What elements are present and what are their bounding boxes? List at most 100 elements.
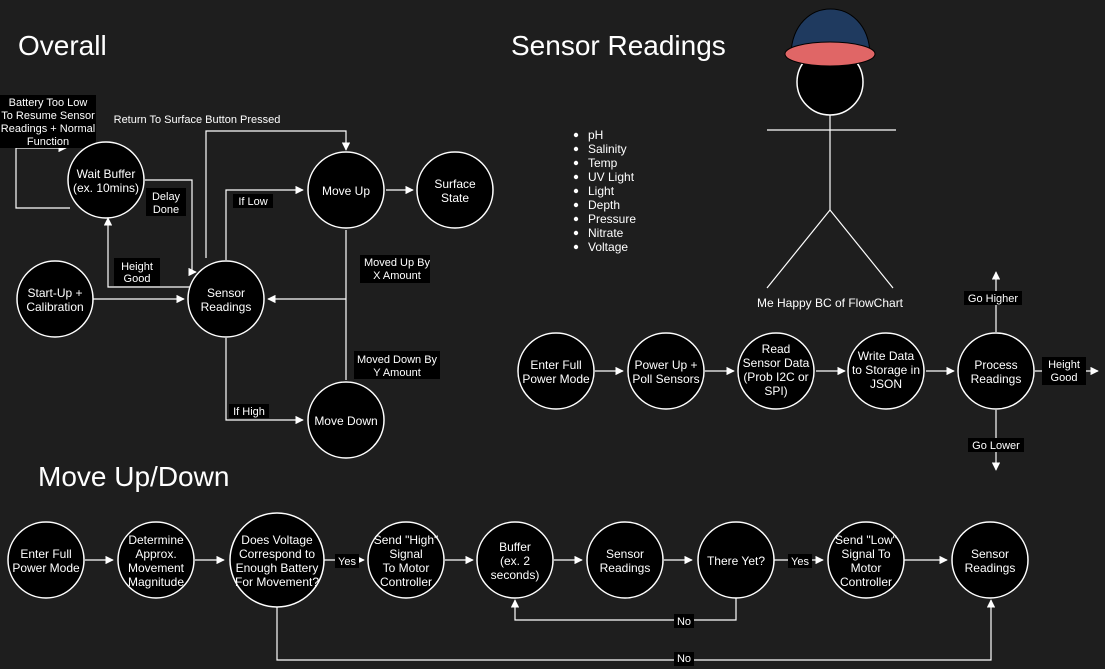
- svg-text:Readings: Readings: [965, 561, 1016, 575]
- svg-text:Controller: Controller: [840, 575, 892, 589]
- svg-text:For Movement?: For Movement?: [235, 575, 319, 589]
- svg-text:Enter Full: Enter Full: [20, 547, 71, 561]
- svg-text:Power Mode: Power Mode: [522, 372, 590, 386]
- svg-text:Readings: Readings: [600, 561, 651, 575]
- label-sensor-height-good-1: Good: [1051, 372, 1078, 384]
- edge-return-surface: [205, 130, 351, 258]
- svg-text:Move Up: Move Up: [322, 184, 370, 198]
- node-sensor-readings: Sensor Readings: [187, 260, 265, 338]
- svg-text:Motor: Motor: [851, 561, 882, 575]
- label-moved-down-1: Y Amount: [373, 367, 421, 379]
- sensor-list-item: Pressure: [588, 212, 636, 226]
- edge-if-low: [225, 185, 304, 260]
- svg-text:SPI): SPI): [764, 384, 787, 398]
- svg-text:Signal To: Signal To: [841, 547, 890, 561]
- svg-text:Signal: Signal: [389, 547, 422, 561]
- label-no-2: No: [677, 653, 691, 665]
- node-wait-buffer: Wait Buffer (ex. 10mins): [67, 141, 145, 219]
- svg-text:Move Down: Move Down: [314, 414, 377, 428]
- label-delay-done-0: Delay: [152, 191, 181, 203]
- node-mf-sensor-readings-2: Sensor Readings: [951, 521, 1029, 599]
- node-sf-power-up: Power Up + Poll Sensors: [627, 332, 705, 410]
- svg-text:Does Voltage: Does Voltage: [241, 533, 313, 547]
- svg-text:Readings: Readings: [971, 372, 1022, 386]
- edge-delay-done: [145, 179, 197, 277]
- label-return-surface: Return To Surface Button Pressed: [114, 114, 281, 126]
- svg-text:to Storage in: to Storage in: [852, 363, 920, 377]
- label-battery-line-3: Function: [27, 136, 69, 148]
- left-leg-icon: [766, 209, 831, 289]
- sensor-list-item: Light: [588, 184, 615, 198]
- label-battery-line-2: Readings + Normal: [1, 123, 95, 135]
- right-leg-icon: [829, 209, 894, 289]
- node-sf-write-data: Write Data to Storage in JSON: [847, 332, 925, 410]
- edge-battery-loop: [15, 143, 70, 209]
- svg-text:Surface: Surface: [434, 177, 476, 191]
- label-yes-1: Yes: [338, 556, 356, 568]
- label-go-lower: Go Lower: [972, 440, 1020, 452]
- node-startup: Start-Up + Calibration: [16, 260, 94, 338]
- overall-edges: [15, 130, 414, 425]
- node-sf-enter-full: Enter Full Power Mode: [517, 332, 595, 410]
- svg-text:(ex. 10mins): (ex. 10mins): [73, 181, 139, 195]
- svg-text:seconds): seconds): [491, 568, 540, 582]
- sensor-list: pH Salinity Temp UV Light Light Depth Pr…: [573, 128, 636, 254]
- svg-text:Controller: Controller: [380, 575, 432, 589]
- svg-text:(Prob I2C or: (Prob I2C or: [743, 370, 808, 384]
- svg-text:Sensor: Sensor: [971, 547, 1009, 561]
- svg-text:Buffer: Buffer: [499, 540, 531, 554]
- node-mf-determine: Determine Approx. Movement Magnitude: [117, 521, 195, 599]
- svg-text:Enough Battery: Enough Battery: [236, 561, 319, 575]
- svg-text:To Motor: To Motor: [383, 561, 430, 575]
- edge-if-high: [225, 338, 304, 425]
- node-mf-send-low: Send "Low" Signal To Motor Controller: [827, 521, 905, 599]
- heading-overall: Overall: [18, 30, 107, 61]
- edge-height-good: [103, 217, 190, 288]
- label-delay-done-1: Done: [153, 204, 179, 216]
- node-move-up: Move Up: [307, 151, 385, 229]
- svg-text:Wait Buffer: Wait Buffer: [77, 167, 136, 181]
- sensor-list-item: pH: [588, 128, 603, 142]
- node-move-down: Move Down: [307, 381, 385, 459]
- label-height-good-1: Good: [124, 273, 151, 285]
- node-mf-enter-full: Enter Full Power Mode: [7, 521, 85, 599]
- label-if-low: If Low: [238, 196, 267, 208]
- stick-figure: Me Happy BC of FlowChart: [757, 8, 904, 310]
- label-moved-up-1: X Amount: [373, 270, 421, 282]
- node-mf-sensor-readings: Sensor Readings: [586, 521, 664, 599]
- label-moved-up-0: Moved Up By: [364, 257, 431, 269]
- label-battery-line-1: To Resume Sensor: [1, 110, 95, 122]
- label-if-high: If High: [233, 406, 265, 418]
- svg-text:Power Up +: Power Up +: [634, 358, 697, 372]
- node-sf-process: Process Readings: [957, 332, 1035, 410]
- svg-text:Sensor: Sensor: [606, 547, 644, 561]
- heading-sensor-readings: Sensor Readings: [511, 30, 726, 61]
- svg-text:JSON: JSON: [870, 377, 902, 391]
- svg-text:There Yet?: There Yet?: [707, 554, 765, 568]
- label-sensor-height-good-0: Height: [1048, 359, 1080, 371]
- svg-text:Approx.: Approx.: [135, 547, 176, 561]
- svg-text:Magnitude: Magnitude: [128, 575, 184, 589]
- node-mf-send-high: Send "High" Signal To Motor Controller: [367, 521, 445, 599]
- svg-text:Readings: Readings: [201, 300, 252, 314]
- hat-brim-icon: [784, 41, 876, 67]
- node-mf-there-yet: There Yet?: [697, 521, 775, 599]
- sensor-list-item: UV Light: [588, 170, 635, 184]
- label-no-1: No: [677, 616, 691, 628]
- svg-text:Write Data: Write Data: [858, 349, 915, 363]
- label-yes-2: Yes: [791, 556, 809, 568]
- svg-text:Determine: Determine: [128, 533, 184, 547]
- svg-text:Enter Full: Enter Full: [530, 358, 581, 372]
- svg-text:Send "High": Send "High": [374, 533, 439, 547]
- svg-text:Start-Up +: Start-Up +: [27, 286, 82, 300]
- svg-text:Sensor: Sensor: [207, 286, 245, 300]
- label-battery-line-0: Battery Too Low: [9, 97, 88, 109]
- node-mf-buffer: Buffer (ex. 2 seconds): [476, 521, 554, 599]
- heading-move-up-down: Move Up/Down: [38, 461, 229, 492]
- sensor-list-item: Nitrate: [588, 226, 624, 240]
- label-moved-down-0: Moved Down By: [357, 354, 438, 366]
- svg-text:Power Mode: Power Mode: [12, 561, 80, 575]
- node-surface-state: Surface State: [416, 151, 494, 229]
- label-height-good-0: Height: [121, 261, 153, 273]
